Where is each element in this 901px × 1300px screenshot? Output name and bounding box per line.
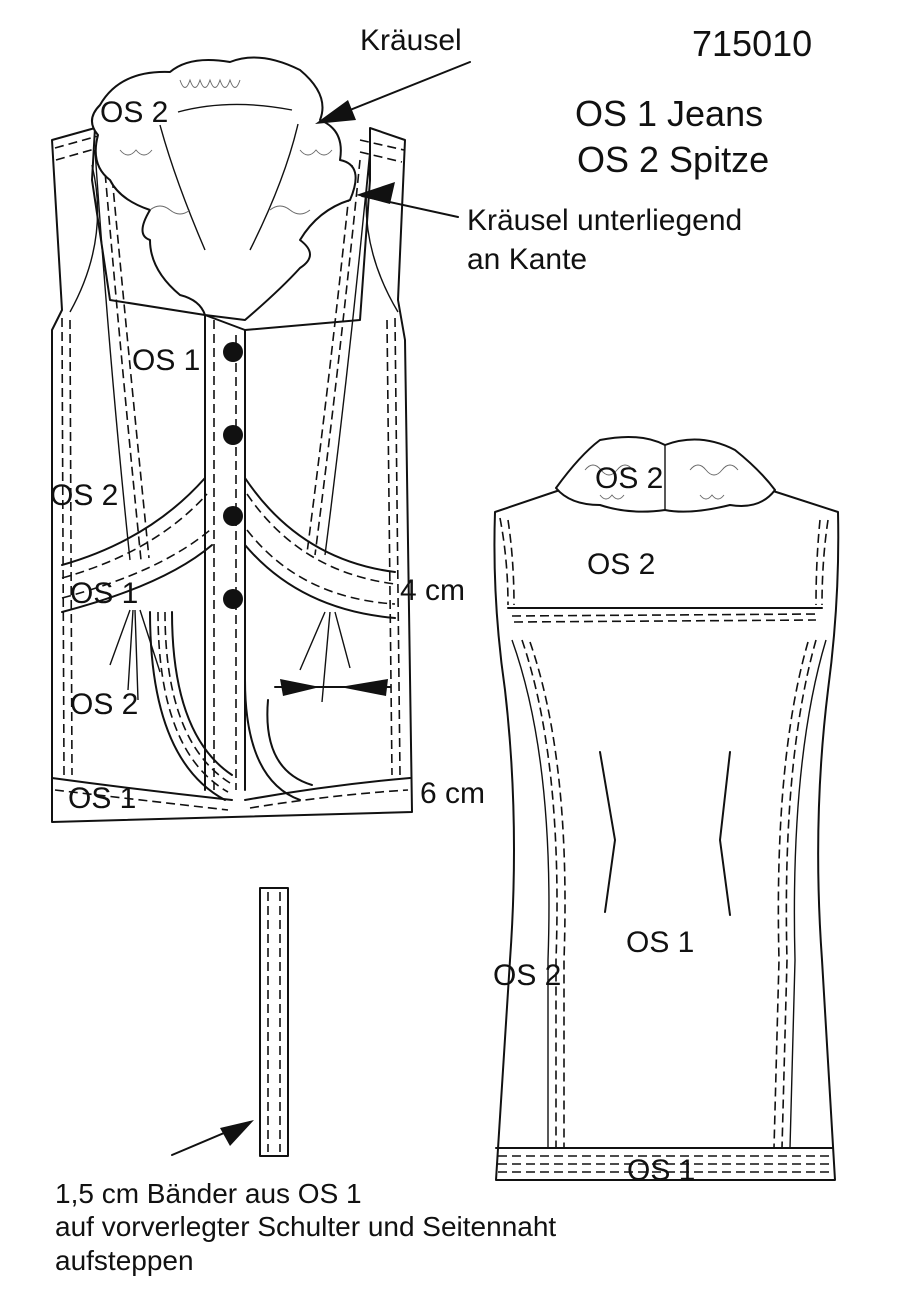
back-view (493, 436, 840, 1181)
strap-note-line1: 1,5 cm Bänder aus OS 1 (55, 1178, 362, 1209)
front-right-band (244, 477, 396, 619)
back-side-label: OS 2 (493, 959, 561, 992)
strap-note-line2: auf vorverlegter Schulter und Seitennaht (55, 1211, 556, 1242)
pattern-number: 715010 (692, 23, 812, 64)
front-lower-panel-label: OS 2 (70, 688, 138, 721)
front-collar-neckline (159, 103, 299, 251)
front-left-gathers (109, 609, 161, 701)
back-outline (493, 489, 840, 1181)
front-left-band (61, 477, 213, 613)
strap-note-line3: aufsteppen (55, 1245, 194, 1276)
front-right-princess-stitch (306, 159, 361, 556)
front-right-shoulder-strap (359, 139, 405, 163)
front-upper-panel-label: OS 1 (132, 344, 200, 377)
back-body-label: OS 1 (626, 926, 694, 959)
back-yoke-label: OS 2 (587, 548, 655, 581)
back-hem-label: OS 1 (627, 1154, 695, 1187)
back-yoke-stitch (511, 613, 819, 623)
front-left-band-stitch (61, 493, 211, 599)
front-button-3 (223, 506, 243, 526)
band-width-arrow-left (280, 679, 320, 696)
strap-detail (171, 887, 289, 1157)
kraeusel-edge-arrow (356, 182, 395, 204)
legend-os1: OS 1 Jeans (575, 93, 763, 134)
front-button-2 (223, 425, 243, 445)
front-left-lower-stitch (157, 611, 231, 793)
front-left-princess-seam (94, 149, 131, 561)
back-left-dart (599, 751, 616, 913)
front-button-1 (223, 342, 243, 362)
front-left-princess-stitch (103, 159, 150, 561)
front-outline (51, 127, 413, 823)
back-left-shoulder-stitch (499, 517, 515, 606)
front-left-armhole (69, 164, 99, 313)
back-collar-label: OS 2 (595, 462, 663, 495)
front-right-lower-curve (244, 679, 313, 801)
back-right-dart (719, 751, 731, 916)
hem-width-label: 6 cm (420, 777, 485, 810)
kraeusel-edge-label-line1: Kräusel unterliegend (467, 204, 742, 237)
front-hem-stitch (54, 789, 409, 811)
strap-stitch (267, 892, 281, 1152)
front-collar-label: OS 2 (100, 96, 168, 129)
front-side-label: OS 2 (50, 479, 118, 512)
kraeusel-label: Kräusel (360, 24, 462, 57)
front-band-label: OS 1 (70, 577, 138, 610)
front-right-princess-seam (324, 149, 371, 556)
front-view (51, 56, 471, 823)
front-left-shoulder-strap (54, 135, 99, 161)
back-left-side-stitch (521, 639, 566, 1148)
strap-outline (259, 887, 289, 1157)
back-right-side-stitch (773, 639, 817, 1149)
front-hem-seam (51, 777, 411, 801)
front-placket-stitch (213, 320, 237, 790)
legend-os2: OS 2 Spitze (577, 139, 769, 180)
strap-arrow (220, 1120, 254, 1146)
front-button-4 (223, 589, 243, 609)
front-right-band-stitch (246, 493, 396, 605)
kraeusel-edge-label-line2: an Kante (467, 243, 587, 276)
front-hem-label: OS 1 (68, 782, 136, 815)
front-left-lower-curve (149, 611, 233, 801)
band-width-label: 4 cm (400, 574, 465, 607)
back-right-side-seam (789, 639, 827, 1149)
back-left-side-seam (511, 639, 550, 1148)
back-collar-lace-texture (584, 464, 739, 500)
front-right-side-stitch (386, 317, 401, 776)
kraeusel-arrow (315, 100, 356, 124)
front-left-side-stitch (61, 317, 73, 776)
front-placket (204, 314, 246, 791)
front-collar-lace-texture (119, 78, 333, 215)
front-ruffle-collar (91, 56, 357, 321)
band-width-arrow-right (340, 679, 388, 696)
back-right-shoulder-stitch (815, 519, 829, 606)
